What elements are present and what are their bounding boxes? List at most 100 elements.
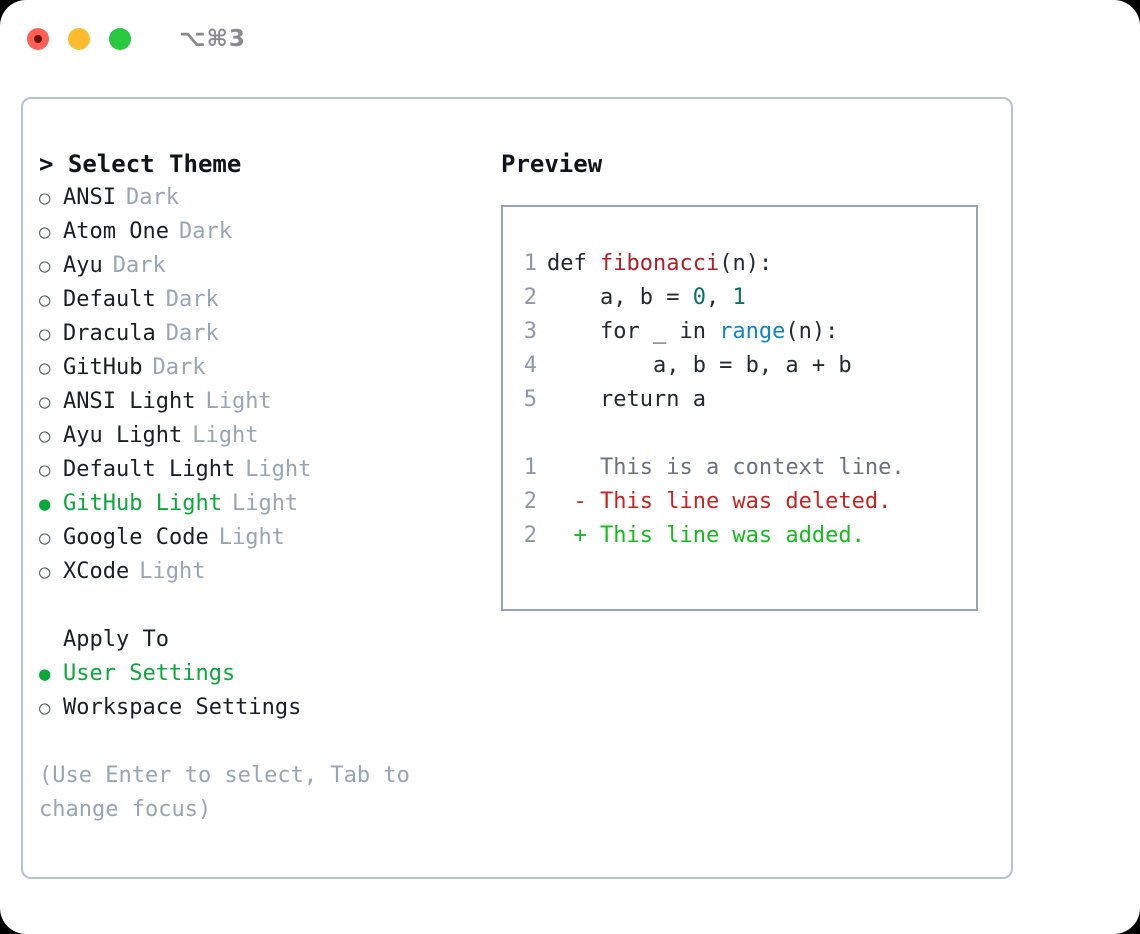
radio-unselected-icon: ○ xyxy=(39,391,51,413)
radio-selected-icon: ● xyxy=(39,663,51,685)
theme-kind-label: Light xyxy=(139,559,206,584)
theme-kind-label: Light xyxy=(192,423,259,448)
theme-name-label: Google Code xyxy=(63,525,209,550)
theme-list-item[interactable]: ○ Dracula Dark xyxy=(39,317,499,351)
apply-to-heading: Apply To xyxy=(63,627,169,652)
diff-text: + This line was added. xyxy=(547,523,865,548)
theme-name-label: XCode xyxy=(63,559,130,584)
theme-list-item[interactable]: ○ Default Dark xyxy=(39,283,499,317)
theme-kind-label: Dark xyxy=(112,253,166,278)
code-token-plain: a, b = b, a + b xyxy=(547,353,852,378)
code-token-plain: return a xyxy=(547,387,706,412)
line-number: 3 xyxy=(523,319,537,344)
code-token-plain: a, b = xyxy=(547,285,693,310)
apply-to-label: User Settings xyxy=(63,661,236,686)
theme-kind-label: Dark xyxy=(125,185,179,210)
theme-kind-label: Light xyxy=(231,491,299,516)
radio-unselected-icon: ○ xyxy=(39,221,51,243)
theme-kind-label: Light xyxy=(205,389,272,414)
code-text: a, b = b, a + b xyxy=(547,349,852,383)
line-number: 2 xyxy=(523,285,537,310)
theme-name-label: Dracula xyxy=(63,321,156,346)
radio-unselected-icon: ○ xyxy=(39,289,51,311)
line-number: 4 xyxy=(523,353,537,378)
code-token-plain: for _ in xyxy=(547,319,720,344)
theme-kind-label: Dark xyxy=(178,219,232,244)
theme-list-item[interactable]: ○ Ayu Light Light xyxy=(39,419,499,453)
theme-name-label: GitHub Light xyxy=(63,491,222,516)
code-text: a, b = 0, 1 xyxy=(547,281,746,315)
diff-line: 2 - This line was deleted. xyxy=(503,485,976,519)
preview-heading: Preview xyxy=(501,150,603,178)
theme-list-item[interactable]: ○ GitHub Dark xyxy=(39,351,499,385)
diff-text: - This line was deleted. xyxy=(547,489,892,514)
apply-to-option[interactable]: ● User Settings xyxy=(39,657,499,691)
maximize-window-icon[interactable] xyxy=(109,28,131,50)
theme-name-label: Atom One xyxy=(63,219,169,244)
theme-list-heading: > Select Theme xyxy=(39,147,499,181)
theme-list-item[interactable]: ○ Atom One Dark xyxy=(39,215,499,249)
code-line: 4 a, b = b, a + b xyxy=(503,349,976,383)
theme-kind-label: Light xyxy=(245,457,312,482)
line-number: 1 xyxy=(523,251,537,276)
code-token-plain: (n): xyxy=(719,251,773,276)
radio-unselected-icon: ○ xyxy=(39,527,51,549)
line-number: 1 xyxy=(523,455,537,480)
code-text: return a xyxy=(547,383,706,417)
line-number: 5 xyxy=(523,387,537,412)
radio-unselected-icon: ○ xyxy=(39,323,51,345)
radio-unselected-icon: ○ xyxy=(39,357,51,379)
radio-unselected-icon: ○ xyxy=(39,697,51,719)
prompt-caret-icon: > xyxy=(39,150,54,178)
theme-list-item[interactable]: ○ Ayu Dark xyxy=(39,249,499,283)
line-number: 2 xyxy=(523,523,537,548)
list-gap xyxy=(39,589,499,623)
close-window-icon[interactable] xyxy=(27,28,49,50)
diff-sample: 1 This is a context line.2 - This line w… xyxy=(503,451,976,553)
code-text: for _ in range(n): xyxy=(547,315,838,349)
theme-kind-label: Dark xyxy=(152,355,206,380)
apply-to-option[interactable]: ○Workspace Settings xyxy=(39,691,499,725)
theme-name-label: GitHub xyxy=(63,355,143,380)
theme-list-item[interactable]: ○ Google Code Light xyxy=(39,521,499,555)
line-number: 2 xyxy=(523,489,537,514)
theme-list-item[interactable]: ○ ANSI Light Light xyxy=(39,385,499,419)
code-token-plain: (n): xyxy=(785,319,839,344)
code-token-num: 1 xyxy=(732,285,746,310)
code-diff-gap xyxy=(503,417,976,451)
theme-name-label: Default Light xyxy=(63,457,236,482)
code-token-plain: , xyxy=(705,285,733,310)
keyboard-shortcut-label: ⌥⌘3 xyxy=(179,26,246,52)
code-token-fn: fibonacci xyxy=(599,251,720,276)
radio-unselected-icon: ○ xyxy=(39,425,51,447)
theme-name-label: Default xyxy=(63,287,156,312)
code-token-builtin: range xyxy=(719,319,786,344)
theme-kind-label: Light xyxy=(218,525,285,550)
theme-name-label: ANSI Light xyxy=(63,389,196,414)
theme-name-label: Ayu Light xyxy=(63,423,183,448)
code-line: 3 for _ in range(n): xyxy=(503,315,976,349)
traffic-light-buttons xyxy=(27,28,131,50)
theme-name-label: Ayu xyxy=(63,253,103,278)
code-token-kw: def xyxy=(547,251,600,276)
code-line: 1 def fibonacci(n): xyxy=(503,247,976,281)
theme-kind-label: Dark xyxy=(165,287,219,312)
code-line: 5 return a xyxy=(503,383,976,417)
theme-list-item[interactable]: ● GitHub Light Light xyxy=(39,487,499,521)
radio-selected-icon: ● xyxy=(39,493,51,515)
radio-unselected-icon: ○ xyxy=(39,255,51,277)
theme-kind-label: Dark xyxy=(165,321,219,346)
minimize-window-icon[interactable] xyxy=(68,28,90,50)
keyboard-hint-text: (Use Enter to select, Tab to change focu… xyxy=(39,763,424,822)
apply-to-list: ● User Settings ○Workspace Settings xyxy=(39,657,499,725)
